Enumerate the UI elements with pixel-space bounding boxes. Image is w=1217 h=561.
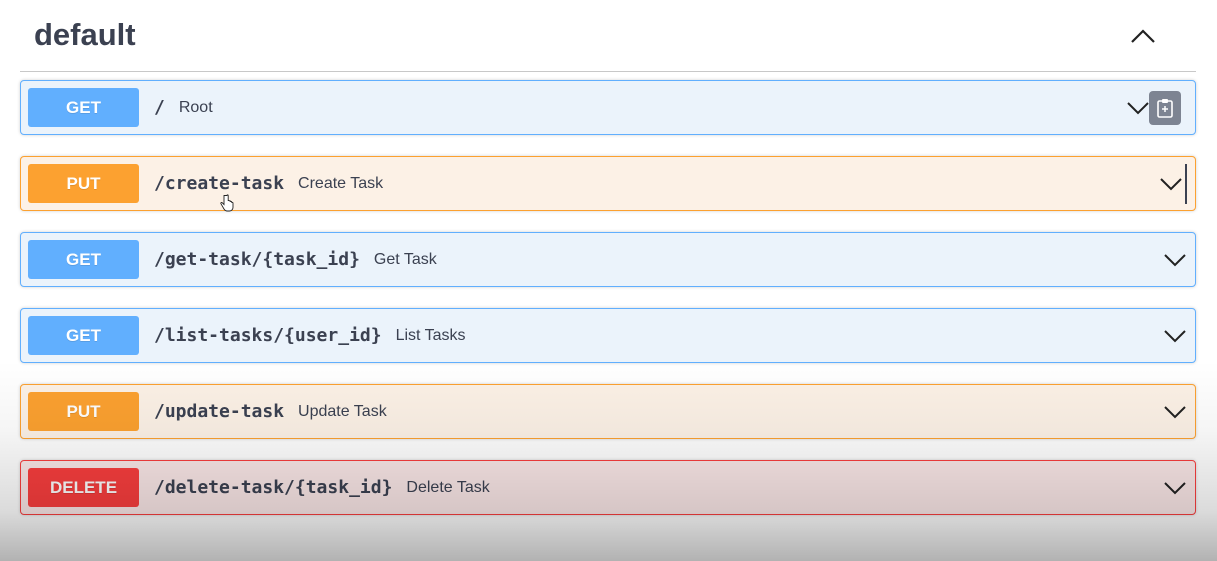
operation-get-task[interactable]: GET /get-task/{task_id} Get Task bbox=[20, 232, 1196, 287]
operation-path: /update-task bbox=[154, 401, 285, 422]
section-title: default bbox=[34, 17, 136, 52]
operation-description: Root bbox=[178, 98, 213, 116]
operation-put-update-task[interactable]: PUT /update-task Update Task bbox=[20, 384, 1196, 439]
operation-path: /get-task/{task_id} bbox=[154, 249, 360, 270]
operation-summary: /delete-task/{task_id} Delete Task bbox=[154, 461, 490, 514]
operation-summary: /get-task/{task_id} Get Task bbox=[154, 233, 437, 286]
operation-description: Get Task bbox=[373, 250, 437, 268]
chevron-up-icon[interactable] bbox=[1128, 22, 1158, 52]
clipboard-icon bbox=[1157, 99, 1173, 118]
chevron-down-icon[interactable] bbox=[1163, 400, 1187, 424]
chevron-down-icon[interactable] bbox=[1163, 248, 1187, 272]
operation-description: Create Task bbox=[298, 174, 384, 192]
chevron-down-icon[interactable] bbox=[1126, 96, 1150, 120]
operation-path: /list-tasks/{user_id} bbox=[154, 325, 382, 346]
method-badge: PUT bbox=[28, 164, 139, 203]
operation-get-root[interactable]: GET / Root bbox=[20, 80, 1196, 135]
method-badge: GET bbox=[28, 240, 139, 279]
copy-to-clipboard-button[interactable] bbox=[1149, 91, 1181, 125]
operation-summary: /update-task Update Task bbox=[154, 385, 387, 438]
method-badge: DELETE bbox=[28, 468, 139, 507]
section-header-default[interactable]: default bbox=[20, 0, 1196, 72]
operations-list: GET / Root PUT /create-task Create Task bbox=[20, 80, 1196, 536]
operation-description: Update Task bbox=[298, 402, 387, 420]
chevron-down-icon[interactable] bbox=[1163, 476, 1187, 500]
operation-delete-task[interactable]: DELETE /delete-task/{task_id} Delete Tas… bbox=[20, 460, 1196, 515]
chevron-down-icon[interactable] bbox=[1159, 172, 1183, 196]
operation-summary: / Root bbox=[154, 81, 213, 134]
operation-summary: /create-task Create Task bbox=[154, 157, 383, 210]
operation-list-tasks[interactable]: GET /list-tasks/{user_id} List Tasks bbox=[20, 308, 1196, 363]
operation-path: / bbox=[154, 97, 165, 118]
focus-indicator bbox=[1185, 164, 1187, 204]
method-badge: PUT bbox=[28, 392, 139, 431]
method-badge: GET bbox=[28, 88, 139, 127]
operation-path: /create-task bbox=[154, 173, 285, 194]
operation-path: /delete-task/{task_id} bbox=[154, 477, 393, 498]
chevron-down-icon[interactable] bbox=[1163, 324, 1187, 348]
operation-description: List Tasks bbox=[395, 326, 466, 344]
operation-summary: /list-tasks/{user_id} List Tasks bbox=[154, 309, 466, 362]
hand-cursor-icon bbox=[219, 194, 235, 212]
operation-put-create-task[interactable]: PUT /create-task Create Task bbox=[20, 156, 1196, 211]
method-badge: GET bbox=[28, 316, 139, 355]
operation-description: Delete Task bbox=[406, 478, 490, 496]
